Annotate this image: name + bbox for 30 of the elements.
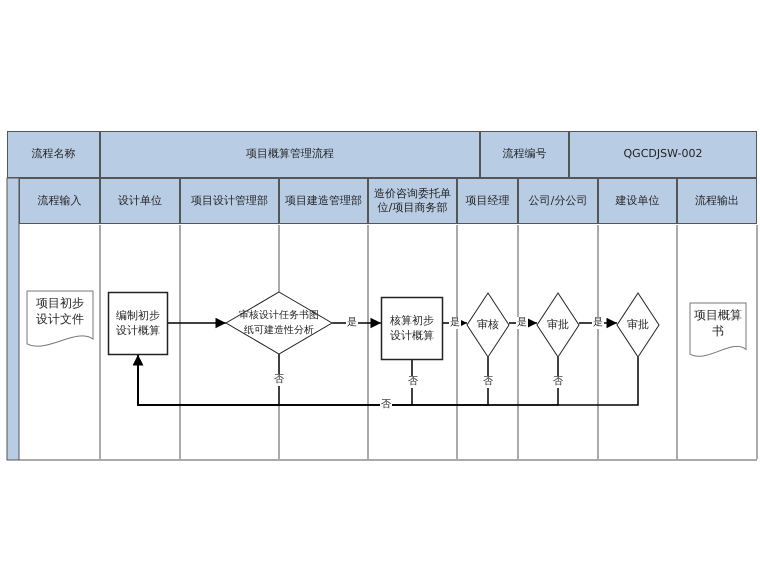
edge-label: 是 [346, 317, 358, 329]
edge-label: 是 [449, 317, 461, 329]
edge-label: 否 [380, 399, 392, 411]
header-cell: QGCDJSW-002 [569, 131, 757, 178]
decision-diamond: 审批 [617, 293, 659, 357]
edge-label: 否 [273, 374, 285, 386]
header-cell: 公司/分公司 [518, 178, 598, 224]
header-cell: 建设单位 [598, 178, 677, 224]
header-cell: 项目经理 [457, 178, 518, 224]
edge-label: 是 [592, 317, 604, 329]
header-cell: 流程输入 [19, 178, 100, 224]
header-cell: 流程编号 [480, 131, 569, 178]
header-cell: 流程名称 [7, 131, 100, 178]
edge-label: 是 [516, 317, 528, 329]
process-box: 编制初步设计概算 [108, 292, 168, 355]
edge-label: 否 [407, 376, 419, 388]
edge-label: 否 [552, 376, 564, 388]
header-cell: 流程输出 [677, 178, 757, 224]
header-cell: 造价咨询委托单位/项目商务部 [368, 178, 457, 224]
arrow [132, 355, 639, 406]
decision-diamond: 审核 [467, 293, 509, 357]
edge-label: 否 [482, 376, 494, 388]
arrow [332, 318, 381, 328]
header-cell: 设计单位 [100, 178, 180, 224]
header-cell: 项目建造管理部 [279, 178, 368, 224]
process-box: 核算初步设计概算 [381, 297, 443, 360]
header-cell: 项目概算管理流程 [100, 131, 480, 178]
header-cell: 项目设计管理部 [180, 178, 279, 224]
arrow [168, 318, 226, 328]
decision-diamond: 审批 [537, 293, 579, 357]
